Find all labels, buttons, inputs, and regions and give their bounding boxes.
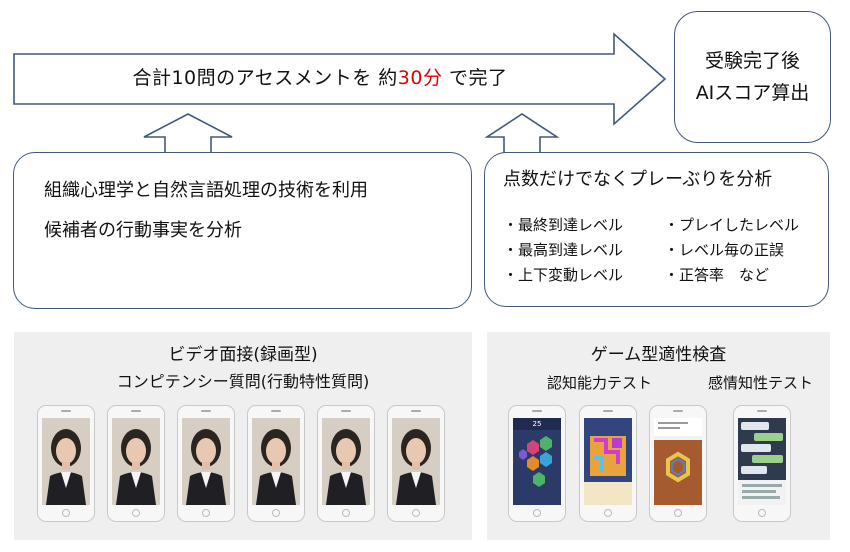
video-interview-phone [107, 405, 165, 522]
bullet-item: ・最高到達レベル [503, 241, 624, 259]
candidate-avatar-icon [182, 418, 230, 505]
candidate-video-screen [392, 418, 440, 505]
video-interview-phone [317, 405, 375, 522]
eq-phone-chat [733, 405, 791, 522]
top-arrow-shape [13, 32, 667, 126]
emotional-test-label: 感情知性テスト [708, 374, 814, 392]
candidate-avatar-icon [112, 418, 160, 505]
candidate-avatar-icon [252, 418, 300, 505]
hexagon-shape-icon [654, 418, 702, 505]
game-phone-shape [649, 405, 707, 522]
candidate-avatar-icon [392, 418, 440, 505]
shape-game-screen [654, 418, 702, 505]
chat-screen [738, 418, 786, 505]
maze-icon [584, 418, 632, 505]
result-line-2: AIスコア算出 [695, 82, 810, 104]
candidate-video-screen [252, 418, 300, 505]
assessment-summary: 合計10問のアセスメントを 約30分 で完了 [20, 58, 620, 98]
video-panel-title: ビデオ面接(録画型) [168, 345, 318, 365]
up-arrow-left [143, 113, 233, 154]
candidate-avatar-icon [322, 418, 370, 505]
play-analysis-list: ・最終到達レベル ・プレイしたレベル ・最高到達レベル ・レベル毎の正誤 ・上下… [503, 213, 828, 288]
analysis-line-1: 組織心理学と自然言語処理の技術を利用 [44, 180, 368, 201]
game-score: 25 [513, 418, 561, 430]
bullet-item: ・正答率 など [664, 266, 770, 284]
candidate-video-screen [42, 418, 90, 505]
game-phone-hex: 25 [508, 405, 566, 522]
candidate-video-screen [322, 418, 370, 505]
analysis-line-2: 候補者の行動事実を分析 [44, 220, 242, 241]
game-panel-title: ゲーム型適性検査 [590, 345, 727, 365]
assessment-text: 合計10問のアセスメントを 約 [132, 67, 398, 89]
bullet-item: ・レベル毎の正誤 [664, 241, 785, 259]
result-line-1: 受験完了後 [704, 50, 800, 72]
maze-game-screen [584, 418, 632, 505]
game-test-panel: ゲーム型適性検査 認知能力テスト 感情知性テスト 25 [487, 332, 830, 540]
video-panel-subtitle: コンピテンシー質問(行動特性質問) [116, 372, 370, 391]
play-analysis-box: 点数だけでなくプレーぶりを分析 ・最終到達レベル ・プレイしたレベル ・最高到達… [484, 152, 829, 307]
play-analysis-title: 点数だけでなくプレーぶりを分析 [503, 169, 773, 190]
video-interview-phone [177, 405, 235, 522]
candidate-avatar-icon [42, 418, 90, 505]
bullet-item: ・上下変動レベル [503, 266, 624, 284]
bullet-item: ・最終到達レベル [503, 216, 624, 234]
hex-game-screen: 25 [513, 418, 561, 505]
analysis-method-box: 組織心理学と自然言語処理の技術を利用 候補者の行動事実を分析 [13, 152, 472, 309]
assessment-duration: 30分 [397, 67, 443, 89]
bullet-item: ・プレイしたレベル [664, 216, 800, 234]
hex-grid-icon [519, 436, 552, 487]
video-interview-phone [387, 405, 445, 522]
chat-icon [738, 422, 786, 505]
game-phone-maze [579, 405, 637, 522]
video-interview-panel: ビデオ面接(録画型) コンピテンシー質問(行動特性質問) [14, 332, 472, 540]
cognitive-test-label: 認知能力テスト [547, 374, 653, 392]
candidate-video-screen [112, 418, 160, 505]
candidate-video-screen [182, 418, 230, 505]
result-box: 受験完了後 AIスコア算出 [674, 11, 831, 143]
assessment-text-end: で完了 [442, 67, 508, 89]
video-interview-phone [247, 405, 305, 522]
video-interview-phone [37, 405, 95, 522]
up-arrow-right [484, 113, 560, 154]
